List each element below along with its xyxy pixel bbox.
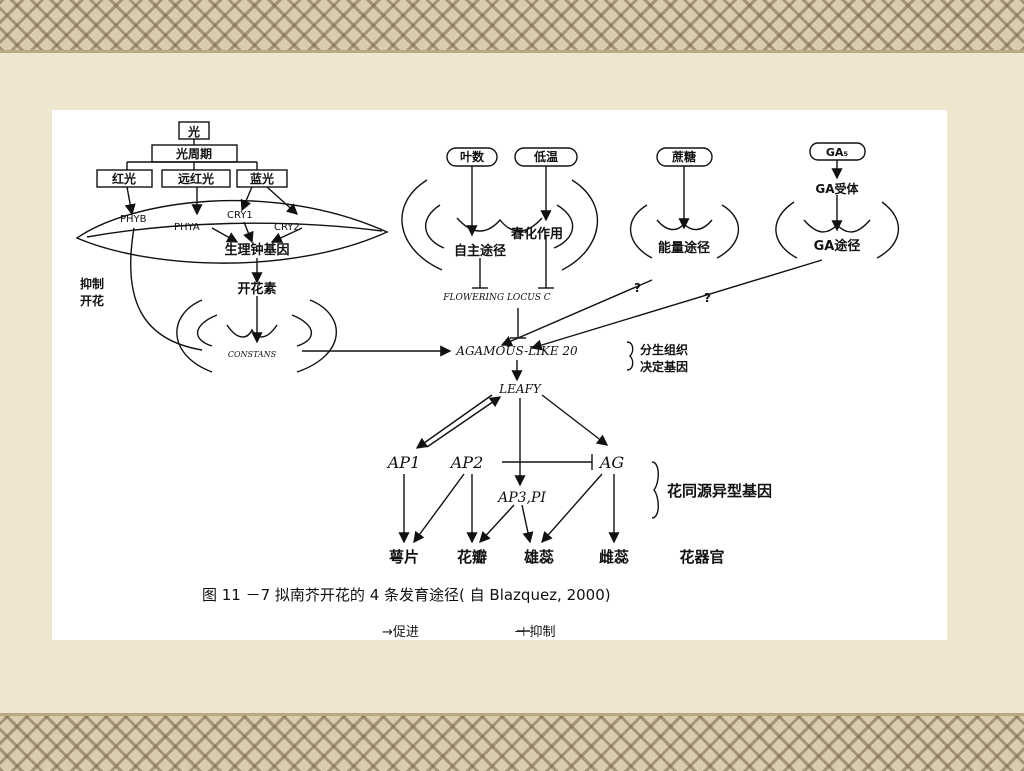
question-mark-2: ? xyxy=(704,291,711,305)
inhibit-label-2: 开花 xyxy=(80,293,104,308)
ap3pi-label: AP3,PI xyxy=(496,490,546,506)
light-label: 光 xyxy=(187,124,200,139)
ga-receptor-label: GA受体 xyxy=(815,181,859,196)
pistil-label: 雌蕊 xyxy=(599,548,629,566)
diagram-panel: 光 光周期 红光 远红光 蓝光 PHYB PHYA CRY1 CRY2 生理钟基… xyxy=(52,110,947,640)
phya-label: PHYA xyxy=(174,222,200,233)
blue-light-box xyxy=(236,169,288,188)
question-mark-1: ? xyxy=(634,281,641,295)
blue-light-label: 蓝光 xyxy=(250,171,274,186)
far-red-light-label: 远红光 xyxy=(178,171,214,186)
leaf-outline xyxy=(75,199,389,264)
legend-promote: →促进 xyxy=(382,625,419,640)
top-pattern-border xyxy=(0,0,1024,53)
abc-brace xyxy=(651,461,659,519)
petal-label: 花瓣 xyxy=(457,548,487,566)
agl20-label: AGAMOUS-LIKE 20 xyxy=(455,344,578,358)
legend-inhibit: ⊣ 抑制 xyxy=(514,625,555,640)
inhibit-label-1: 抑制 xyxy=(80,276,104,291)
ag-label: AG xyxy=(598,453,625,472)
sepal-label: 萼片 xyxy=(389,548,419,566)
bottom-pattern-border xyxy=(0,713,1024,771)
meristem-label-2: 决定基因 xyxy=(640,359,688,374)
flc-label: FLOWERING LOCUS C xyxy=(442,293,551,303)
leafy-label: LEAFY xyxy=(498,382,542,396)
ap2-label: AP2 xyxy=(449,453,484,472)
phyb-label: PHYB xyxy=(120,214,147,225)
meristem-label-1: 分生组织 xyxy=(640,342,688,357)
cry2-label: CRY2 xyxy=(274,222,300,233)
far-red-light-box xyxy=(161,169,231,188)
energy-label: 能量途径 xyxy=(658,240,710,256)
organ-label: 花器官 xyxy=(679,548,724,566)
figure-caption: 图 11 －7 拟南芥开花的 4 条发育途径( 自 Blazquez, 2000… xyxy=(202,586,611,604)
red-light-box xyxy=(96,169,153,188)
clock-genes-label: 生理钟基因 xyxy=(224,242,289,258)
ap1-label: AP1 xyxy=(386,453,421,472)
abc-genes-label: 花同源异型基因 xyxy=(667,482,772,500)
flowering-pathway-diagram: 光 光周期 红光 远红光 蓝光 PHYB PHYA CRY1 CRY2 生理钟基… xyxy=(75,121,899,640)
ga-pathway-label: GA途径 xyxy=(814,238,861,254)
florigen-label: 开花素 xyxy=(237,281,276,297)
autonomous-label: 自主途径 xyxy=(454,243,506,259)
stamen-label: 雄蕊 xyxy=(523,548,554,566)
meristem-outline-1 xyxy=(176,299,213,373)
cry1-label: CRY1 xyxy=(227,210,253,221)
red-light-label: 红光 xyxy=(112,171,136,186)
low-temp-label: 低温 xyxy=(533,149,558,164)
gas-label: GA₅ xyxy=(826,146,849,159)
meristem-brace xyxy=(626,341,634,371)
photoperiod-label: 光周期 xyxy=(175,146,212,161)
constans-label: CONSTANS xyxy=(228,350,277,359)
leaf-number-label: 叶数 xyxy=(460,149,485,164)
vernalization-label: 春化作用 xyxy=(510,226,563,242)
sucrose-label: 蔗糖 xyxy=(671,149,696,164)
